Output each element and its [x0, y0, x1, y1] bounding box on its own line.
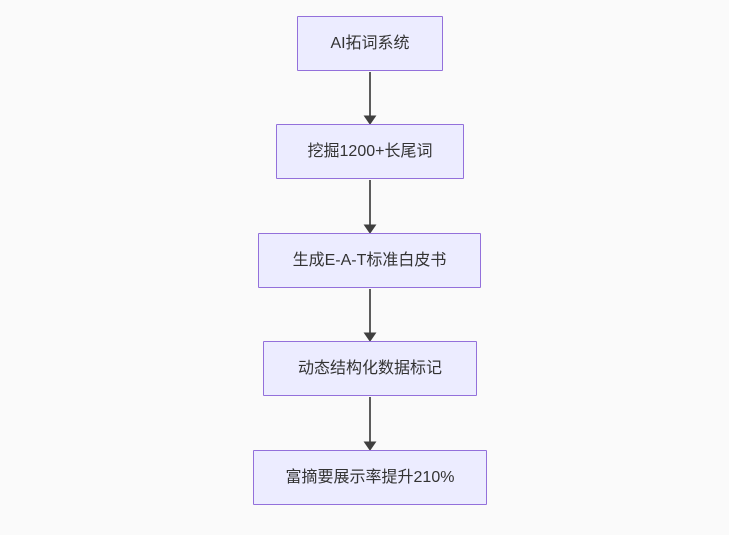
flow-arrow: [363, 180, 377, 234]
flow-node-label: 富摘要展示率提升210%: [285, 468, 455, 486]
flow-arrow: [363, 397, 377, 451]
flow-node-longtail-mining: 挖掘1200+长尾词: [276, 124, 464, 179]
flow-node-label: AI拓词系统: [330, 34, 410, 52]
flow-node-eat-whitepaper: 生成E-A-T标准白皮书: [258, 233, 481, 288]
flow-arrow: [363, 289, 377, 342]
flow-node-structured-data-markup: 动态结构化数据标记: [263, 341, 477, 396]
flow-node-label: 生成E-A-T标准白皮书: [292, 251, 447, 269]
flow-node-rich-snippet-result: 富摘要展示率提升210%: [253, 450, 487, 505]
flow-node-ai-word-expansion: AI拓词系统: [297, 16, 443, 71]
flow-node-label: 动态结构化数据标记: [297, 359, 442, 377]
flow-arrow: [363, 72, 377, 125]
flow-node-label: 挖掘1200+长尾词: [307, 142, 433, 160]
